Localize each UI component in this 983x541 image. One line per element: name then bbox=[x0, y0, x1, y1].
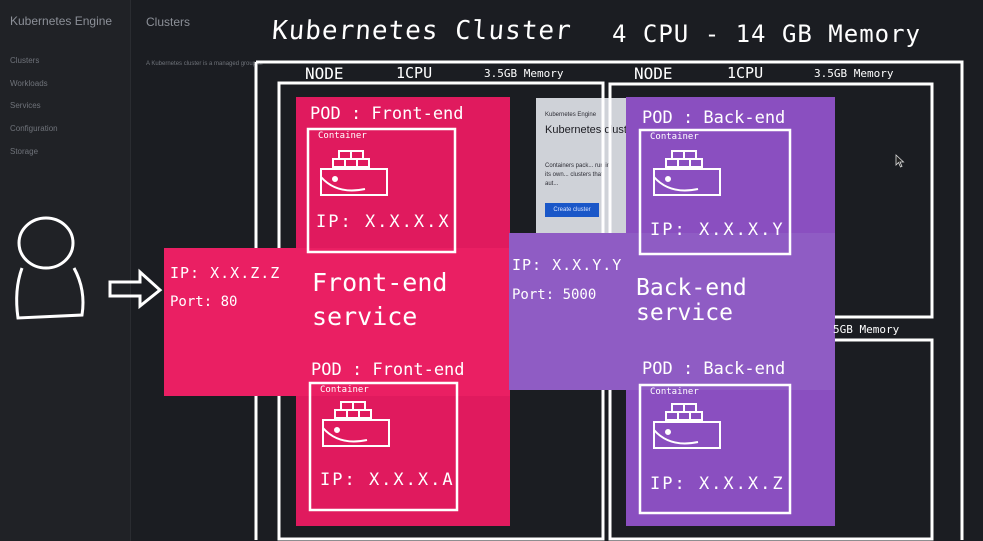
pod-back-2-ip: IP: X.X.X.Z bbox=[650, 474, 785, 494]
pod-front-1-ip: IP: X.X.X.X bbox=[316, 212, 451, 232]
cluster-title: Kubernetes Cluster bbox=[270, 16, 573, 46]
docker-whale-icon bbox=[320, 150, 388, 196]
front-service-ip: IP: X.X.Z.Z bbox=[170, 264, 281, 282]
pod-back-2-title: POD : Back-end bbox=[642, 359, 786, 379]
nav-item-clusters[interactable]: Clusters bbox=[10, 56, 40, 65]
page-description: A Kubernetes cluster is a managed group … bbox=[146, 61, 263, 67]
nav-item-configuration[interactable]: Configuration bbox=[10, 124, 58, 133]
node-2-memory: 3.5GB Memory bbox=[814, 67, 894, 80]
pod-back-1-title: POD : Back-end bbox=[642, 108, 786, 128]
front-service-port: Port: 80 bbox=[170, 294, 238, 310]
panel-subtitle: Kubernetes Engine bbox=[545, 112, 597, 118]
node-1-memory: 3.5GB Memory bbox=[484, 67, 564, 80]
pod-front-2-ip: IP: X.X.X.A bbox=[320, 470, 455, 490]
user-icon bbox=[15, 216, 85, 320]
nav-item-services[interactable]: Services bbox=[10, 101, 41, 110]
container-box-front-2 bbox=[308, 381, 459, 512]
back-service-port: Port: 5000 bbox=[512, 287, 597, 303]
node-2-cpu: 1CPU bbox=[727, 64, 764, 82]
arrow-icon bbox=[108, 268, 163, 310]
docker-whale-icon bbox=[653, 150, 721, 196]
front-service-name: Front-end service bbox=[312, 268, 448, 331]
page-title: Clusters bbox=[146, 15, 191, 29]
container-back-1-label: Container bbox=[650, 132, 699, 142]
node-1-cpu: 1CPU bbox=[396, 64, 433, 82]
front-service-box bbox=[164, 248, 510, 396]
nav-item-storage[interactable]: Storage bbox=[10, 147, 39, 156]
container-front-2-label: Container bbox=[320, 385, 369, 395]
container-front-1-label: Container bbox=[318, 131, 367, 141]
container-back-2-label: Container bbox=[650, 387, 699, 397]
pod-back-1-ip: IP: X.X.X.Y bbox=[650, 220, 785, 240]
container-box-back-2 bbox=[638, 383, 792, 515]
panel-body: Containers pack... run in its own... clu… bbox=[545, 163, 611, 187]
back-service-ip: IP: X.X.Y.Y bbox=[512, 256, 623, 274]
back-service-name: Back-end service bbox=[636, 275, 747, 326]
container-box-back-1 bbox=[638, 128, 792, 256]
panel-heading: Kubernetes clusters bbox=[545, 124, 643, 136]
node-1-label: NODE bbox=[305, 64, 344, 83]
container-box-front-1 bbox=[306, 127, 457, 254]
mouse-pointer-icon bbox=[895, 154, 905, 168]
nav-item-workloads[interactable]: Workloads bbox=[10, 79, 48, 88]
cluster-spec: 4 CPU - 14 GB Memory bbox=[612, 20, 921, 48]
pod-front-1-title: POD : Front-end bbox=[310, 104, 464, 124]
node-3-memory: 5GB Memory bbox=[833, 323, 900, 336]
pod-front-2-title: POD : Front-end bbox=[311, 360, 465, 380]
node-2-label: NODE bbox=[634, 64, 673, 83]
docker-whale-icon bbox=[322, 401, 390, 447]
create-cluster-button[interactable]: Create cluster bbox=[545, 203, 599, 217]
back-service-box bbox=[509, 233, 835, 390]
console-brand: Kubernetes Engine bbox=[10, 14, 113, 28]
front-pod-1-bg bbox=[296, 97, 510, 260]
docker-whale-icon bbox=[653, 403, 721, 449]
